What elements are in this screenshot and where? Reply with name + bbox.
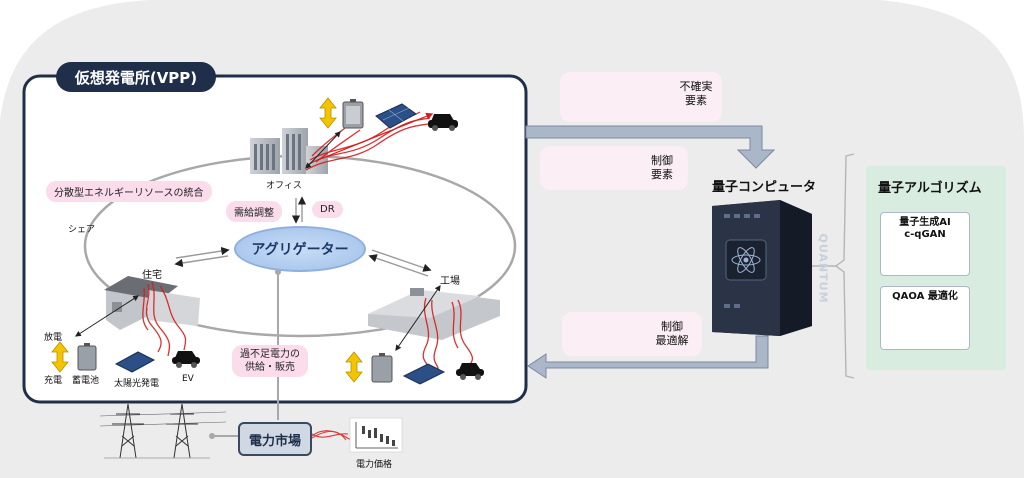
- aggregator-link-office: [291, 196, 307, 224]
- price-label: 電力価格: [356, 460, 393, 470]
- share-label: シェア: [68, 225, 96, 235]
- qaoa-card: QAOA 最適化: [880, 286, 970, 350]
- quantum-device-text: QUANTUM: [816, 233, 830, 304]
- transmission-towers-icon: [99, 403, 227, 459]
- shortage-tag: 過不足電力の 供給・販売: [232, 345, 308, 377]
- factory-battery-icon: [371, 353, 393, 383]
- factory-solar-icon: [402, 363, 446, 385]
- factory-label: 工場: [440, 276, 460, 287]
- cqgan-card: 量子生成AI c-qGAN: [880, 212, 970, 276]
- cqgan-label: 量子生成AI c-qGAN: [899, 217, 951, 240]
- office-updown-icon: [319, 97, 337, 129]
- discharge-label: 放電: [44, 333, 63, 343]
- battery-label: 蓄電池: [72, 376, 100, 386]
- optimal-label: 制御 最適解: [655, 320, 689, 347]
- home-label: 住宅: [142, 270, 162, 281]
- factory-ev-icon: [456, 363, 484, 380]
- office-ev-icon: [428, 114, 458, 131]
- aggregator-link-home: [174, 246, 230, 268]
- uncertainty-flow-arrow: [525, 125, 776, 169]
- aggregator-link-factory: [368, 249, 432, 277]
- office-solar-icon: [375, 103, 417, 129]
- aggregator-node: アグリゲーター: [234, 226, 366, 272]
- optimal-flow-arrow: [527, 335, 769, 379]
- home-solar-icon: [114, 351, 156, 373]
- power-market: 電力市場: [238, 422, 312, 456]
- home-updown-icon: [51, 341, 69, 373]
- uncertainty-box: [560, 72, 722, 122]
- demand-supply-tag: 需給調整: [226, 201, 282, 222]
- optimal-box: [562, 312, 702, 356]
- home-ev-icon: [172, 351, 200, 368]
- integration-tag: 分散型エネルギーリソースの統合: [46, 181, 212, 202]
- algorithm-title: 量子アルゴリズム: [878, 181, 982, 196]
- home-battery-icon: [77, 343, 97, 371]
- market-grid-node: [209, 433, 215, 439]
- atom-icon: [731, 247, 761, 273]
- control-label: 制御 要素: [651, 154, 673, 181]
- price-chart-icon: [349, 417, 403, 453]
- home-energy-flow: [142, 281, 187, 357]
- ev-label: EV: [182, 374, 194, 384]
- quantum-computer-title: 量子コンピュータ: [712, 180, 817, 195]
- uncertainty-label: 不確実 要素: [679, 80, 713, 107]
- office-label: オフィス: [266, 181, 302, 191]
- charge-label: 充電: [44, 376, 63, 386]
- office-arrow-left: [305, 131, 341, 169]
- factory-updown-icon: [345, 351, 363, 383]
- qaoa-label: QAOA 最適化: [892, 291, 958, 302]
- factory-arrow: [395, 285, 441, 351]
- home-arrow-battery: [74, 295, 140, 337]
- dr-tag: DR: [312, 201, 343, 218]
- solar-label: 太陽光発電: [114, 379, 160, 389]
- control-box: [540, 146, 688, 190]
- vpp-title: 仮想発電所(VPP): [56, 62, 216, 92]
- office-battery-icon: [342, 99, 364, 129]
- quantum-computer-device: [712, 200, 812, 336]
